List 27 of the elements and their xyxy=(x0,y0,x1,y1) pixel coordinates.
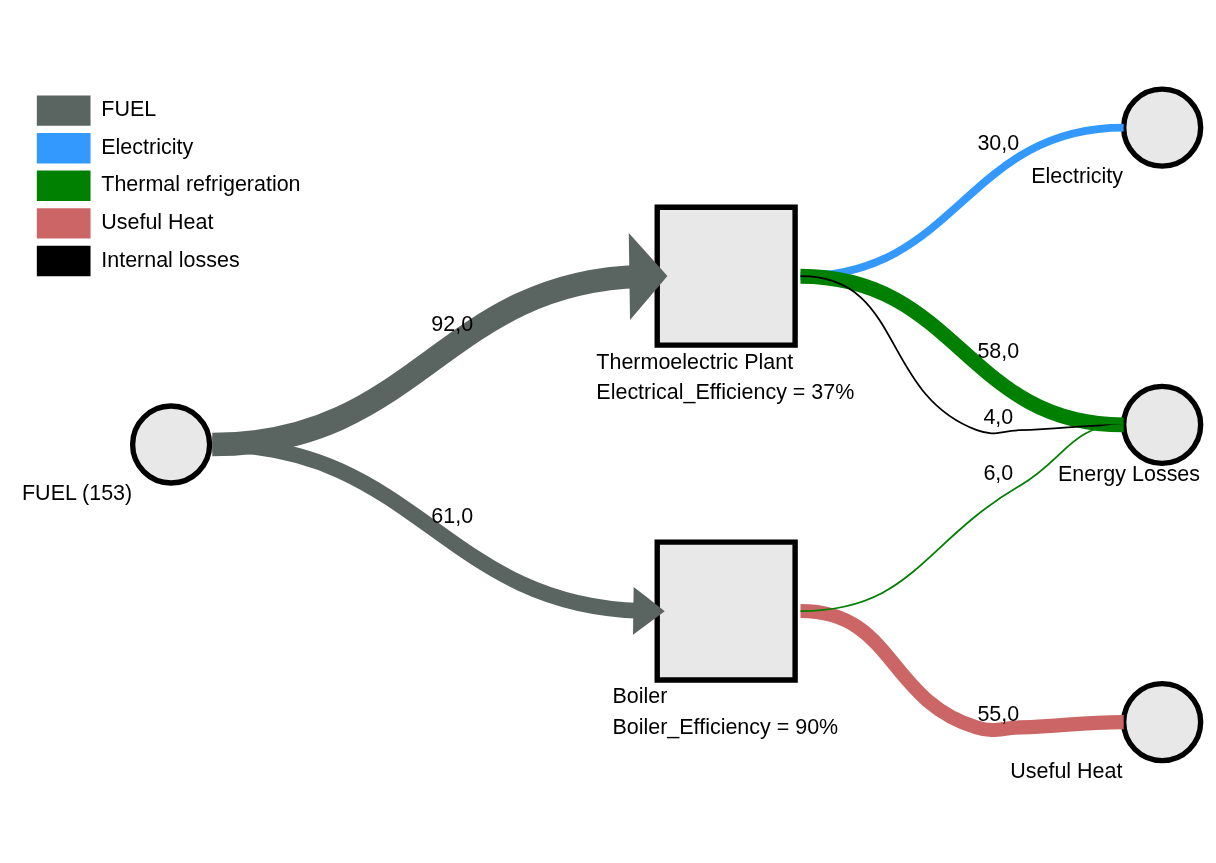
legend-label: Electricity xyxy=(101,134,194,159)
node-circle xyxy=(1121,680,1204,763)
connector xyxy=(799,603,1124,737)
arrow xyxy=(211,436,665,635)
node-label: Boiler_Efficiency = 90% xyxy=(612,714,839,739)
node-circle xyxy=(129,402,213,486)
legend-label: Useful Heat xyxy=(101,209,214,234)
edge-label: 58,0 xyxy=(977,338,1020,363)
edge-label: 30,0 xyxy=(977,130,1020,155)
node-label: Boiler xyxy=(612,683,668,708)
legend-label: FUEL xyxy=(101,96,157,121)
arrow xyxy=(211,232,668,456)
edge-label: 55,0 xyxy=(977,701,1020,726)
legend-label: Thermal refrigeration xyxy=(101,171,301,196)
node-circle xyxy=(1121,383,1204,466)
edge-label: 6,0 xyxy=(983,460,1014,485)
node-label: Thermoelectric Plant xyxy=(596,349,794,374)
node-label: Electricity xyxy=(1031,163,1124,188)
node-label: Useful Heat xyxy=(1010,758,1123,783)
node-circle xyxy=(1121,85,1204,169)
edge-label: 61,0 xyxy=(431,503,474,528)
node-label: Electrical_Efficiency = 37% xyxy=(596,379,855,404)
legend-label: Internal losses xyxy=(101,247,240,272)
connector xyxy=(799,423,1125,612)
edge-label: 4,0 xyxy=(983,404,1014,429)
node-label: FUEL (153) xyxy=(22,480,133,505)
node-label: Energy Losses xyxy=(1058,461,1201,486)
